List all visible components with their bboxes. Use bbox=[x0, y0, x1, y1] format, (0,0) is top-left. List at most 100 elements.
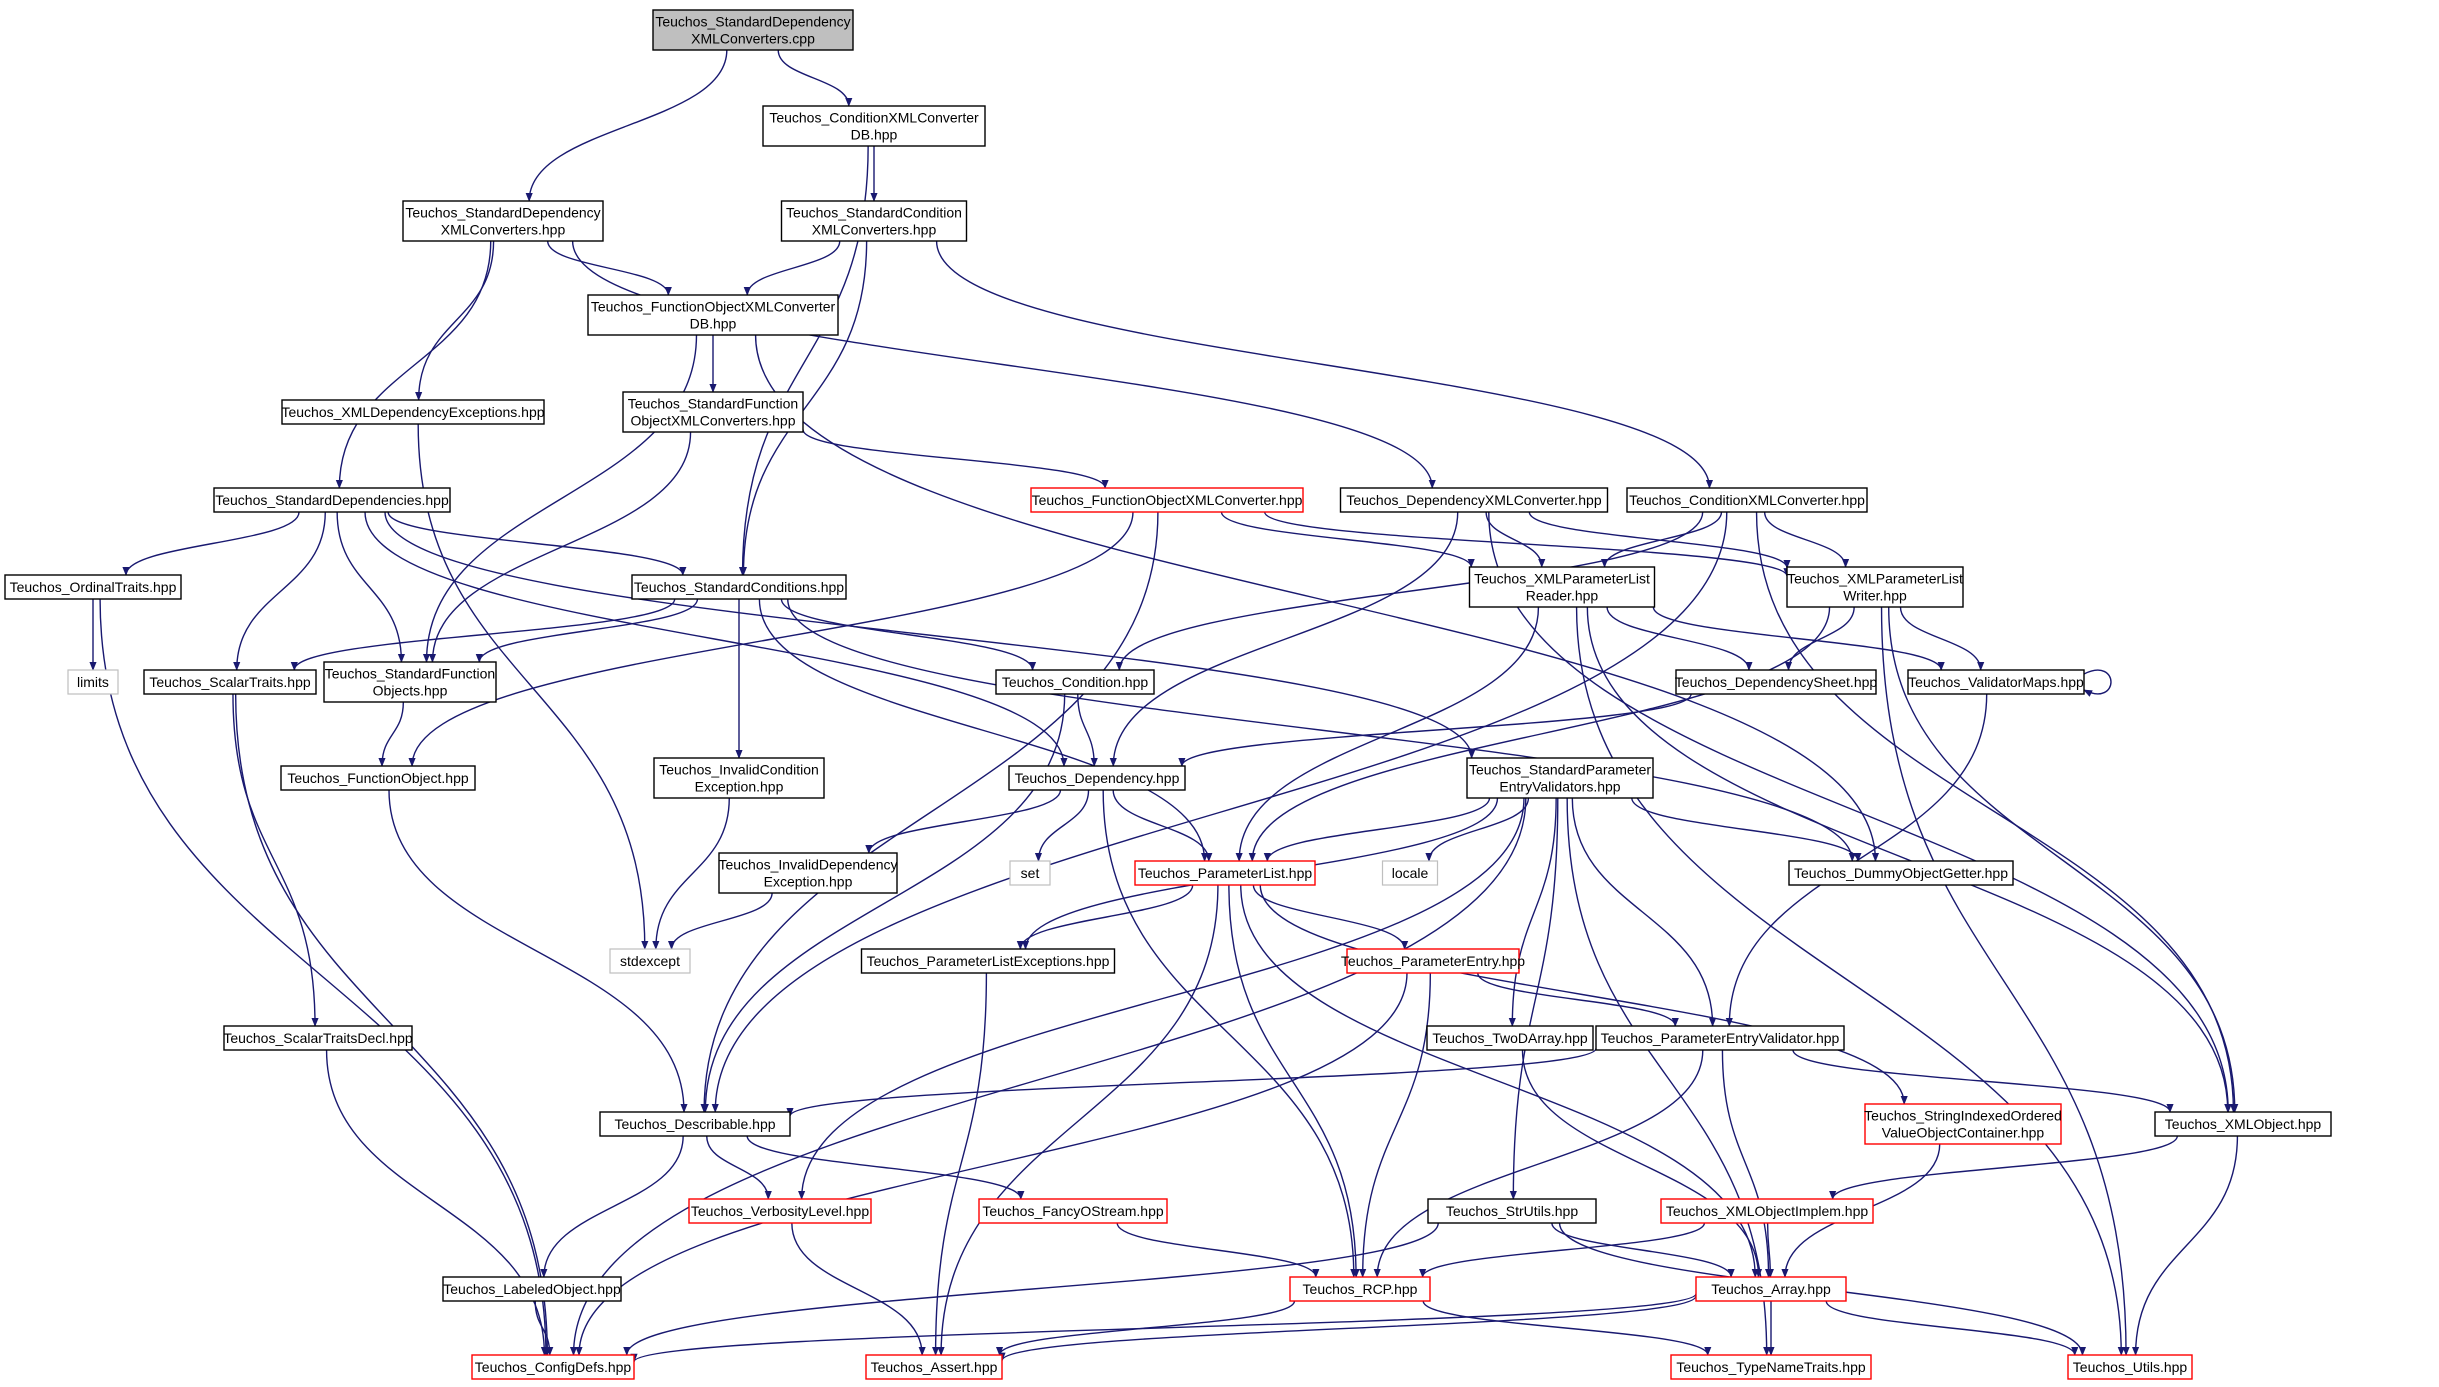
node-box bbox=[652, 9, 854, 51]
node-scalar[interactable]: Teuchos_ScalarTraits.hpp bbox=[143, 669, 317, 695]
node-std-cond-xml[interactable]: Teuchos_StandardConditionXMLConverters.h… bbox=[780, 200, 968, 242]
node-std-fobj-xml[interactable]: Teuchos_StandardFunctionObjectXMLConvert… bbox=[622, 391, 804, 433]
node-param-entry[interactable]: Teuchos_ParameterEntry.hpp bbox=[1341, 948, 1525, 974]
node-fobj[interactable]: Teuchos_FunctionObject.hpp bbox=[280, 765, 476, 791]
node-assert[interactable]: Teuchos_Assert.hpp bbox=[865, 1354, 1003, 1380]
node-cond-xml-conv[interactable]: Teuchos_ConditionXMLConverter.hpp bbox=[1626, 487, 1868, 513]
node-locale[interactable]: locale bbox=[1381, 860, 1439, 886]
edge-std_pe_val-to-strutils bbox=[1509, 797, 1559, 1200]
node-box bbox=[1008, 765, 1186, 791]
edge-param_list-to-sio_container bbox=[1259, 884, 1908, 1105]
node-box bbox=[865, 1354, 1003, 1380]
node-label-line: Writer.hpp bbox=[1843, 588, 1907, 604]
node-label-line: DB.hpp bbox=[851, 127, 898, 143]
node-box bbox=[1786, 566, 1964, 608]
node-box bbox=[323, 661, 497, 703]
node-label-line: Teuchos_Dependency.hpp bbox=[1015, 770, 1180, 786]
node-box bbox=[1626, 487, 1868, 513]
edge-std_dep_xml_hpp-to-fobj_xml_db bbox=[546, 240, 672, 296]
edge-std_pe_val-to-locale bbox=[1425, 797, 1530, 862]
node-xml-obj-impl[interactable]: Teuchos_XMLObjectImplem.hpp bbox=[1660, 1198, 1874, 1224]
edge-twod-to-array bbox=[1521, 1049, 1763, 1278]
node-set[interactable]: set bbox=[1009, 860, 1051, 886]
node-array[interactable]: Teuchos_Array.hpp bbox=[1695, 1276, 1847, 1302]
edge-fobj_xml_conv-to-fobj bbox=[408, 511, 1134, 767]
node-fancy[interactable]: Teuchos_FancyOStream.hpp bbox=[978, 1198, 1168, 1224]
node-stdexcept[interactable]: stdexcept bbox=[609, 948, 691, 974]
node-label-line: Exception.hpp bbox=[764, 874, 853, 890]
node-config[interactable]: Teuchos_ConfigDefs.hpp bbox=[471, 1354, 635, 1380]
node-label-line: Teuchos_ParameterList.hpp bbox=[1138, 865, 1313, 881]
node-root[interactable]: Teuchos_StandardDependencyXMLConverters.… bbox=[652, 9, 854, 51]
edge-cond_xml_conv-to-describable bbox=[711, 511, 1728, 1113]
edge-dep_sheet-to-dependency bbox=[1178, 693, 1692, 767]
node-describable[interactable]: Teuchos_Describable.hpp bbox=[599, 1111, 791, 1137]
node-std-dep-xml-hpp[interactable]: Teuchos_StandardDependencyXMLConverters.… bbox=[402, 200, 604, 242]
edge-std_dep_xml_hpp-to-xml_dep_exc bbox=[415, 240, 495, 401]
edge-cond_xml_conv-to-xml_pl_reader bbox=[1600, 511, 1723, 568]
node-strutils[interactable]: Teuchos_StrUtils.hpp bbox=[1427, 1198, 1597, 1224]
node-ordinal[interactable]: Teuchos_OrdinalTraits.hpp bbox=[4, 574, 182, 600]
node-dependency[interactable]: Teuchos_Dependency.hpp bbox=[1008, 765, 1186, 791]
edge-std_pe_val-to-pe_validator bbox=[1571, 797, 1717, 1027]
node-box bbox=[688, 1198, 872, 1224]
node-condition[interactable]: Teuchos_Condition.hpp bbox=[995, 669, 1155, 695]
node-utils[interactable]: Teuchos_Utils.hpp bbox=[2067, 1354, 2193, 1380]
node-pl-exc[interactable]: Teuchos_ParameterListExceptions.hpp bbox=[860, 948, 1116, 974]
node-box bbox=[978, 1198, 1168, 1224]
node-box bbox=[860, 948, 1116, 974]
edge-xml_pl_writer-to-xml_object bbox=[1888, 606, 2239, 1113]
edge-std_pe_val-to-verbosity bbox=[798, 797, 1525, 1200]
node-labeled[interactable]: Teuchos_LabeledObject.hpp bbox=[442, 1276, 622, 1302]
edge-xml_object-to-xml_obj_impl bbox=[1829, 1135, 2179, 1200]
node-label-line: Teuchos_StandardCondition bbox=[786, 205, 962, 221]
node-dep-xml-conv[interactable]: Teuchos_DependencyXMLConverter.hpp bbox=[1339, 487, 1609, 513]
node-xml-dep-exc[interactable]: Teuchos_XMLDependencyExceptions.hpp bbox=[281, 399, 545, 425]
edge-pe_validator-to-rcp bbox=[1373, 1049, 1704, 1278]
node-box bbox=[1381, 860, 1439, 886]
node-rcp[interactable]: Teuchos_RCP.hpp bbox=[1289, 1276, 1431, 1302]
node-limits[interactable]: limits bbox=[67, 669, 119, 695]
node-box bbox=[4, 574, 182, 600]
node-label-line: Teuchos_ValidatorMaps.hpp bbox=[1908, 674, 2084, 690]
edge-val_maps-to-val_maps bbox=[2083, 669, 2112, 697]
edge-xml_pl_reader-to-utils bbox=[1575, 606, 2125, 1356]
node-label-line: Teuchos_ConditionXMLConverter bbox=[769, 110, 979, 126]
node-box bbox=[2067, 1354, 2193, 1380]
node-typename[interactable]: Teuchos_TypeNameTraits.hpp bbox=[1670, 1354, 1872, 1380]
edge-xml_pl_writer-to-utils bbox=[1880, 606, 2130, 1356]
node-box bbox=[1788, 860, 2014, 886]
node-std-pe-val[interactable]: Teuchos_StandardParameterEntryValidators… bbox=[1466, 757, 1654, 799]
node-fobj-xml-conv[interactable]: Teuchos_FunctionObjectXMLConverter.hpp bbox=[1030, 487, 1304, 513]
node-param-list[interactable]: Teuchos_ParameterList.hpp bbox=[1134, 860, 1316, 886]
node-std-conds[interactable]: Teuchos_StandardConditions.hpp bbox=[631, 574, 847, 600]
node-dummy-getter[interactable]: Teuchos_DummyObjectGetter.hpp bbox=[1788, 860, 2014, 886]
node-box bbox=[1695, 1276, 1847, 1302]
node-scalar-decl[interactable]: Teuchos_ScalarTraitsDecl.hpp bbox=[223, 1025, 413, 1051]
node-label-line: Teuchos_XMLParameterList bbox=[1787, 571, 1963, 587]
node-std-deps[interactable]: Teuchos_StandardDependencies.hpp bbox=[213, 487, 451, 513]
node-xml-object[interactable]: Teuchos_XMLObject.hpp bbox=[2154, 1111, 2332, 1137]
node-label-line: ObjectXMLConverters.hpp bbox=[631, 413, 796, 429]
edge-dependency-to-inv_dep_exc bbox=[865, 789, 1062, 854]
node-val-maps[interactable]: Teuchos_ValidatorMaps.hpp bbox=[1907, 669, 2085, 695]
edge-verbosity-to-assert bbox=[791, 1222, 926, 1356]
node-box bbox=[67, 669, 119, 695]
edge-scalar_decl-to-config bbox=[325, 1049, 549, 1356]
node-dep-sheet[interactable]: Teuchos_DependencySheet.hpp bbox=[1675, 669, 1878, 695]
node-pe-validator[interactable]: Teuchos_ParameterEntryValidator.hpp bbox=[1595, 1025, 1845, 1051]
node-twod[interactable]: Teuchos_TwoDArray.hpp bbox=[1426, 1025, 1594, 1051]
edge-cond_xml_conv-to-condition bbox=[1115, 511, 1704, 671]
edge-std_conds-to-condition bbox=[780, 598, 1037, 671]
edge-xml_dep_exc-to-stdexcept bbox=[417, 423, 649, 950]
node-label-line: Teuchos_StandardFunction bbox=[628, 396, 798, 412]
node-sio-container[interactable]: Teuchos_StringIndexedOrderedValueObjectC… bbox=[1864, 1103, 2062, 1145]
node-verbosity[interactable]: Teuchos_VerbosityLevel.hpp bbox=[688, 1198, 872, 1224]
